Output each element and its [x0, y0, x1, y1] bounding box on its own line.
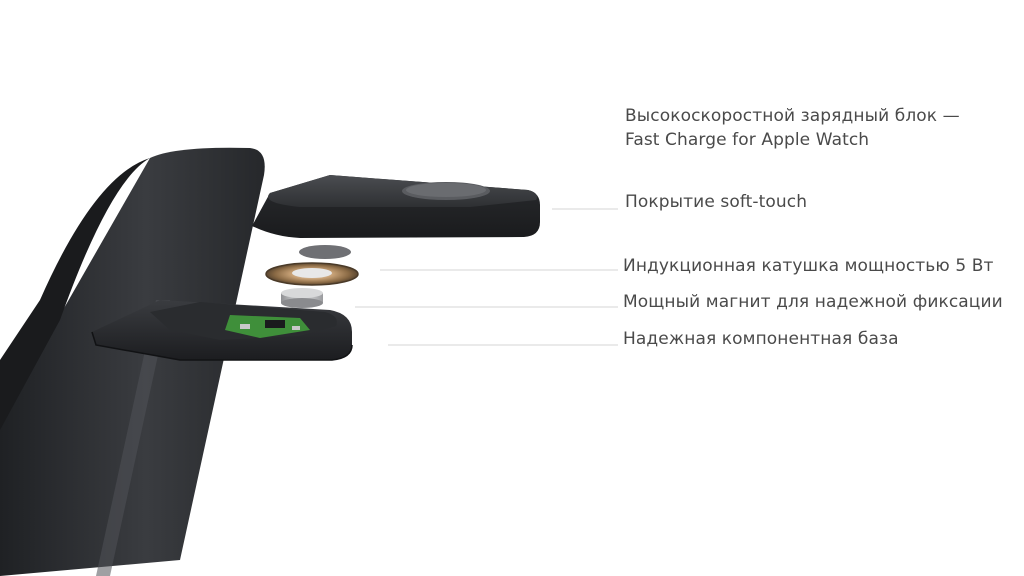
- charger-cap: [252, 175, 540, 238]
- callout-coating: Покрытие soft-touch: [625, 192, 808, 212]
- callout-magnet: Мощный магнит для надежной фиксации: [623, 292, 1003, 312]
- shield-disc: [299, 245, 351, 259]
- induction-coil: [265, 262, 359, 286]
- component-base: [91, 300, 353, 361]
- callout-coil: Индукционная катушка мощностью 5 Вт: [623, 256, 994, 276]
- magnet: [281, 288, 323, 308]
- callout-charger-block-line1: Высокоскоростной зарядный блок —: [625, 106, 960, 126]
- callout-base: Надежная компонентная база: [623, 329, 899, 349]
- stand-arm: [0, 147, 265, 576]
- callout-charger-block: Высокоскоростной зарядный блок — Fast Ch…: [625, 104, 960, 152]
- leader-lines: [355, 208, 618, 346]
- callout-charger-block-line2: Fast Charge for Apple Watch: [625, 130, 870, 150]
